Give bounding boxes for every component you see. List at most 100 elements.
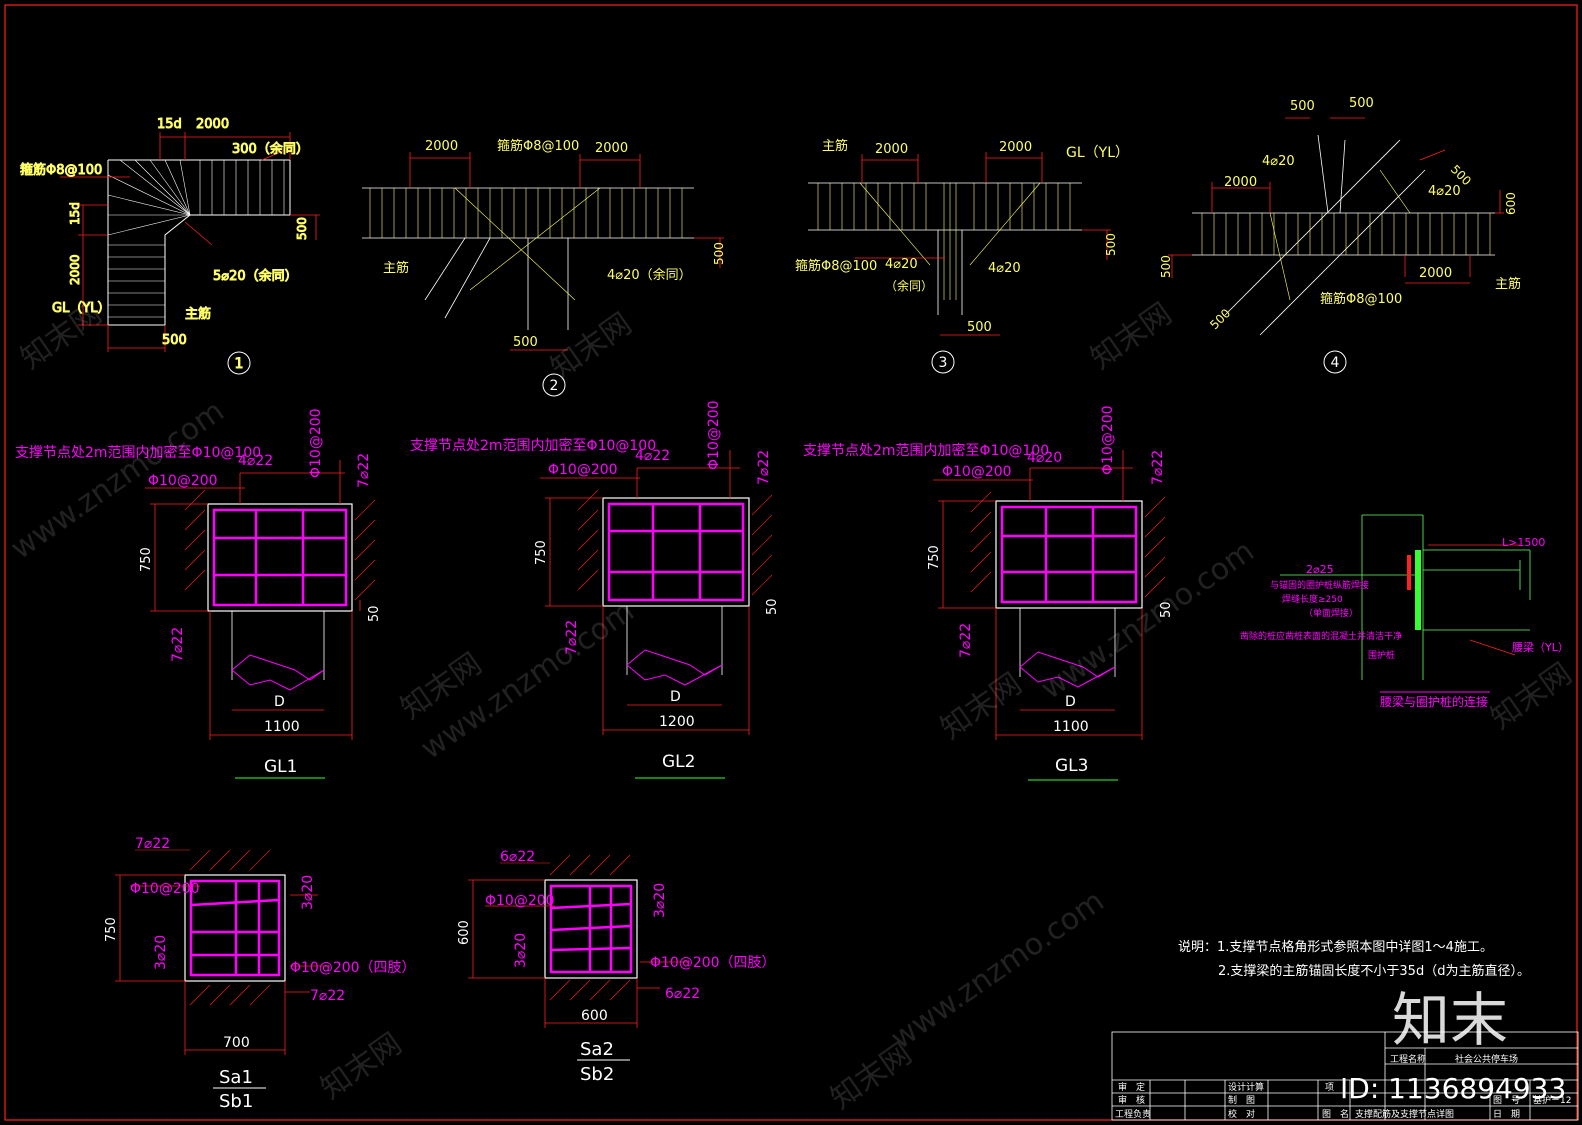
- tb-check: 校 对: [1228, 1108, 1255, 1120]
- gl2-side-bars: 7⌀22: [756, 450, 772, 485]
- d3-gl-label: GL（YL）: [1066, 145, 1129, 161]
- gl2-stirrup: Φ10@200: [548, 462, 618, 478]
- d2-number: 2: [550, 378, 559, 394]
- gl3-top-bars: 4⌀20: [1027, 450, 1062, 466]
- tb-sheet-label: 图 号: [1493, 1095, 1520, 1106]
- section-gl3: [933, 450, 1166, 781]
- tb-project: 社会公共停车场: [1455, 1053, 1518, 1065]
- conn-beam-label: 腰梁（YL）: [1512, 640, 1569, 654]
- gl2-note: 支撑节点处2m范围内加密至Φ10@100: [410, 437, 656, 454]
- d1-dim-500-r: 500: [295, 217, 309, 240]
- d1-main-bar-label: 主筋: [185, 306, 211, 322]
- gl1-top-bars: 4⌀22: [238, 453, 273, 469]
- conn-text1: 与锚固的圈护桩纵筋焊接: [1270, 579, 1369, 591]
- sa1-side-r: 3⌀20: [300, 875, 316, 910]
- tb-item: 项: [1325, 1082, 1334, 1093]
- d1-dim-15d: 15d: [157, 117, 182, 132]
- title-block: [1111, 1031, 1579, 1121]
- tb-project-label: 工程名称: [1390, 1053, 1426, 1065]
- conn-pile-label: 围护桩: [1368, 649, 1395, 661]
- d1-note-300: 300（余同）: [232, 141, 309, 157]
- d1-gl-label: GL（YL）: [52, 301, 111, 316]
- conn-text2: 焊缝长度≥250: [1282, 593, 1343, 605]
- detail-2: 2000 箍筋Φ8@100 2000 主筋 4⌀20（余同） 500 500 2: [362, 138, 726, 397]
- d4-dim-2000-l: 2000: [1224, 175, 1257, 190]
- sb1-name: Sb1: [219, 1091, 253, 1112]
- gl3-dim-w: 1100: [1053, 719, 1089, 735]
- sa1-stirrup-b: Φ10@200（四肢）: [290, 960, 416, 976]
- sa1-name: Sa1: [219, 1067, 253, 1088]
- gl3-side-stirrup: Φ10@200: [1100, 405, 1116, 475]
- d1-dim-500-b: 500: [162, 333, 187, 348]
- d1-dim-2000-top: 2000: [196, 117, 229, 132]
- sa2-name: Sa2: [580, 1039, 614, 1060]
- d3-bars-l: 4⌀20: [885, 257, 918, 272]
- d1-bars-label: 5⌀20（余同）: [213, 268, 298, 284]
- detail-4: 500 500 500 4⌀20 4⌀20 2000 600 500 2000 …: [1159, 96, 1521, 374]
- watermark-site-cn-3: 知末网: [1085, 296, 1179, 376]
- d3-bars-r: 4⌀20: [988, 261, 1021, 276]
- watermark-id: ID: 1136894933: [1340, 1072, 1566, 1105]
- tb-sheet: 基护－12: [1533, 1094, 1571, 1106]
- d1-number: 1: [235, 356, 244, 372]
- conn-title: 腰梁与圈护桩的连接: [1380, 694, 1488, 709]
- gl3-left-bars: 7⌀22: [958, 623, 974, 658]
- gl2-dim-w: 1200: [659, 714, 695, 730]
- d4-dim-500-a: 500: [1290, 99, 1315, 114]
- sa1-stirrup: Φ10@200: [130, 881, 200, 897]
- sa2-top-bars: 6⌀22: [500, 849, 535, 865]
- tb-review-b: 审 核: [1118, 1094, 1145, 1106]
- d3-dim-500-b: 500: [967, 320, 992, 335]
- sa1-dim-w: 700: [223, 1035, 250, 1051]
- watermark-site-cn-5: 知末网: [935, 666, 1029, 746]
- d3-stirrup-label: 箍筋Φ8@100: [795, 258, 877, 274]
- sb2-name: Sb2: [580, 1064, 614, 1085]
- watermark-site-cn-2: 知末网: [545, 306, 639, 386]
- d3-dim-500-r: 500: [1104, 233, 1118, 256]
- detail-3: 主筋 2000 2000 GL（YL） 箍筋Φ8@100 4⌀20 （余同） 4…: [795, 138, 1129, 374]
- d2-dim-500-r: 500: [712, 242, 726, 265]
- d3-number: 3: [939, 355, 948, 371]
- d2-dim-2000-l: 2000: [425, 139, 458, 154]
- d2-bars-label: 4⌀20（余同）: [607, 267, 692, 283]
- d4-stirrup-label: 箍筋Φ8@100: [1320, 291, 1402, 307]
- gl1-name: GL1: [264, 757, 297, 777]
- d4-dim-2000-r: 2000: [1419, 266, 1452, 281]
- gl3-side-bars: 7⌀22: [1150, 450, 1166, 485]
- sa2-side-l: 3⌀20: [513, 933, 529, 968]
- d4-bars-a: 4⌀20: [1262, 154, 1295, 169]
- d1-stirrup-label: 箍筋Φ8@100: [20, 162, 102, 178]
- conn-text4: 凿除的桩应凿桩表面的混凝土并清洁干净: [1240, 630, 1402, 642]
- sa2-side-r: 3⌀20: [652, 883, 668, 918]
- gl1-left-bars: 7⌀22: [170, 627, 186, 662]
- sa2-stirrup-b: Φ10@200（四肢）: [650, 955, 776, 971]
- tb-drawing-name: 支撑配筋及支撑节点详图: [1355, 1108, 1454, 1120]
- tb-design: 设计计算: [1228, 1081, 1264, 1093]
- sa1-dim-h: 750: [104, 917, 119, 942]
- gl2-name: GL2: [662, 752, 695, 772]
- sa1-bottom-bars: 7⌀22: [310, 988, 345, 1004]
- gl1-stirrup: Φ10@200: [148, 473, 218, 489]
- sa2-dim-w: 600: [581, 1008, 608, 1024]
- d4-bars-b: 4⌀20: [1428, 184, 1461, 199]
- d1-dim-15d-v: 15d: [68, 202, 82, 225]
- watermark-site-3: www.znzmo.com: [1035, 534, 1261, 707]
- gl1-dim-d: D: [274, 694, 285, 710]
- drawing-frame: [4, 4, 1578, 1121]
- d2-dim-2000-r: 2000: [595, 141, 628, 156]
- watermark-site-cn-7: 知末网: [315, 1026, 409, 1106]
- watermark-site-2: www.znzmo.com: [885, 884, 1111, 1057]
- sa2-dim-h: 600: [457, 920, 472, 945]
- sa2-bottom-bars: 6⌀22: [665, 986, 700, 1002]
- brace-sa2: [468, 854, 690, 1061]
- sa1-side-l: 3⌀20: [153, 935, 169, 970]
- gl2-left-bars: 7⌀22: [564, 620, 580, 655]
- watermark-site-cn-6: 知末网: [1485, 656, 1579, 736]
- tb-review-a: 审 定: [1118, 1081, 1145, 1093]
- d3-dim-2000-l: 2000: [875, 142, 908, 157]
- gl1-dim-w: 1100: [264, 719, 300, 735]
- tb-date-label: 日 期: [1493, 1109, 1520, 1120]
- gl1-dim-cover: 50: [367, 605, 382, 622]
- gl2-dim-h: 750: [534, 540, 549, 565]
